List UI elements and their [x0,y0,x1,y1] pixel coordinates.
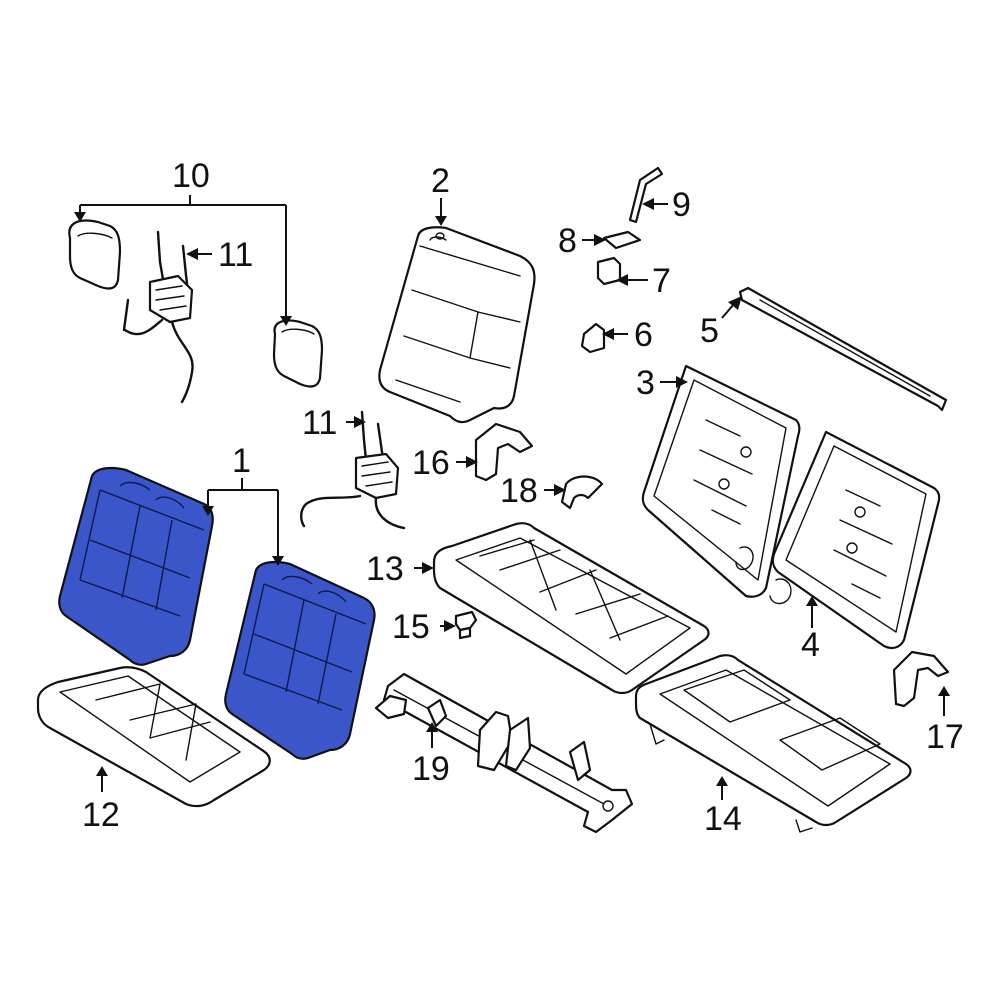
callout-14: 14 [704,800,742,838]
seatback-pad[interactable] [378,226,536,424]
support-bar[interactable] [738,286,948,412]
seatback-frame-left[interactable] [641,364,801,598]
callout-9: 9 [672,186,691,224]
callout-7: 7 [652,262,671,300]
callout-18: 18 [500,472,538,510]
callout-labels: 10 11 2 9 8 7 6 5 3 4 11 16 18 1 13 15 1… [82,157,964,838]
callout-8: 8 [558,222,577,260]
headrest-left[interactable] [68,219,122,290]
latch-assembly-right[interactable] [300,410,406,530]
seatback-cover-right[interactable] [224,560,376,760]
mounting-rail[interactable] [374,672,634,834]
callout-11-mid: 11 [302,404,337,442]
release-bezel[interactable] [602,230,642,250]
callout-12: 12 [82,796,120,834]
callout-11-top: 11 [218,236,253,274]
callout-13: 13 [366,550,404,588]
callout-5: 5 [700,312,719,350]
pivot-bushing[interactable] [560,475,604,510]
callout-17: 17 [926,718,964,756]
seatback-frame-right[interactable] [769,430,941,650]
callout-3: 3 [636,364,655,402]
callout-6: 6 [634,316,653,354]
callout-19: 19 [412,750,450,788]
mounting-bolt[interactable] [454,610,478,640]
callout-10: 10 [172,157,210,195]
leader-lines [74,195,950,800]
cushion-frame-lower[interactable] [634,654,912,833]
seatback-cover-left[interactable] [58,466,214,666]
trim-bracket[interactable] [474,422,534,482]
callout-1: 1 [232,442,251,480]
headrest-right[interactable] [272,319,324,388]
side-trim-bracket[interactable] [892,650,950,708]
latch-assembly-left[interactable] [122,230,194,404]
callout-2: 2 [431,162,450,200]
release-handle[interactable] [580,322,606,354]
callout-16: 16 [412,444,450,482]
seat-cushion-pad[interactable] [36,666,271,808]
callout-4: 4 [801,626,820,664]
cushion-frame-upper[interactable] [432,522,710,695]
callout-15: 15 [392,608,430,646]
release-rod[interactable] [628,166,664,224]
